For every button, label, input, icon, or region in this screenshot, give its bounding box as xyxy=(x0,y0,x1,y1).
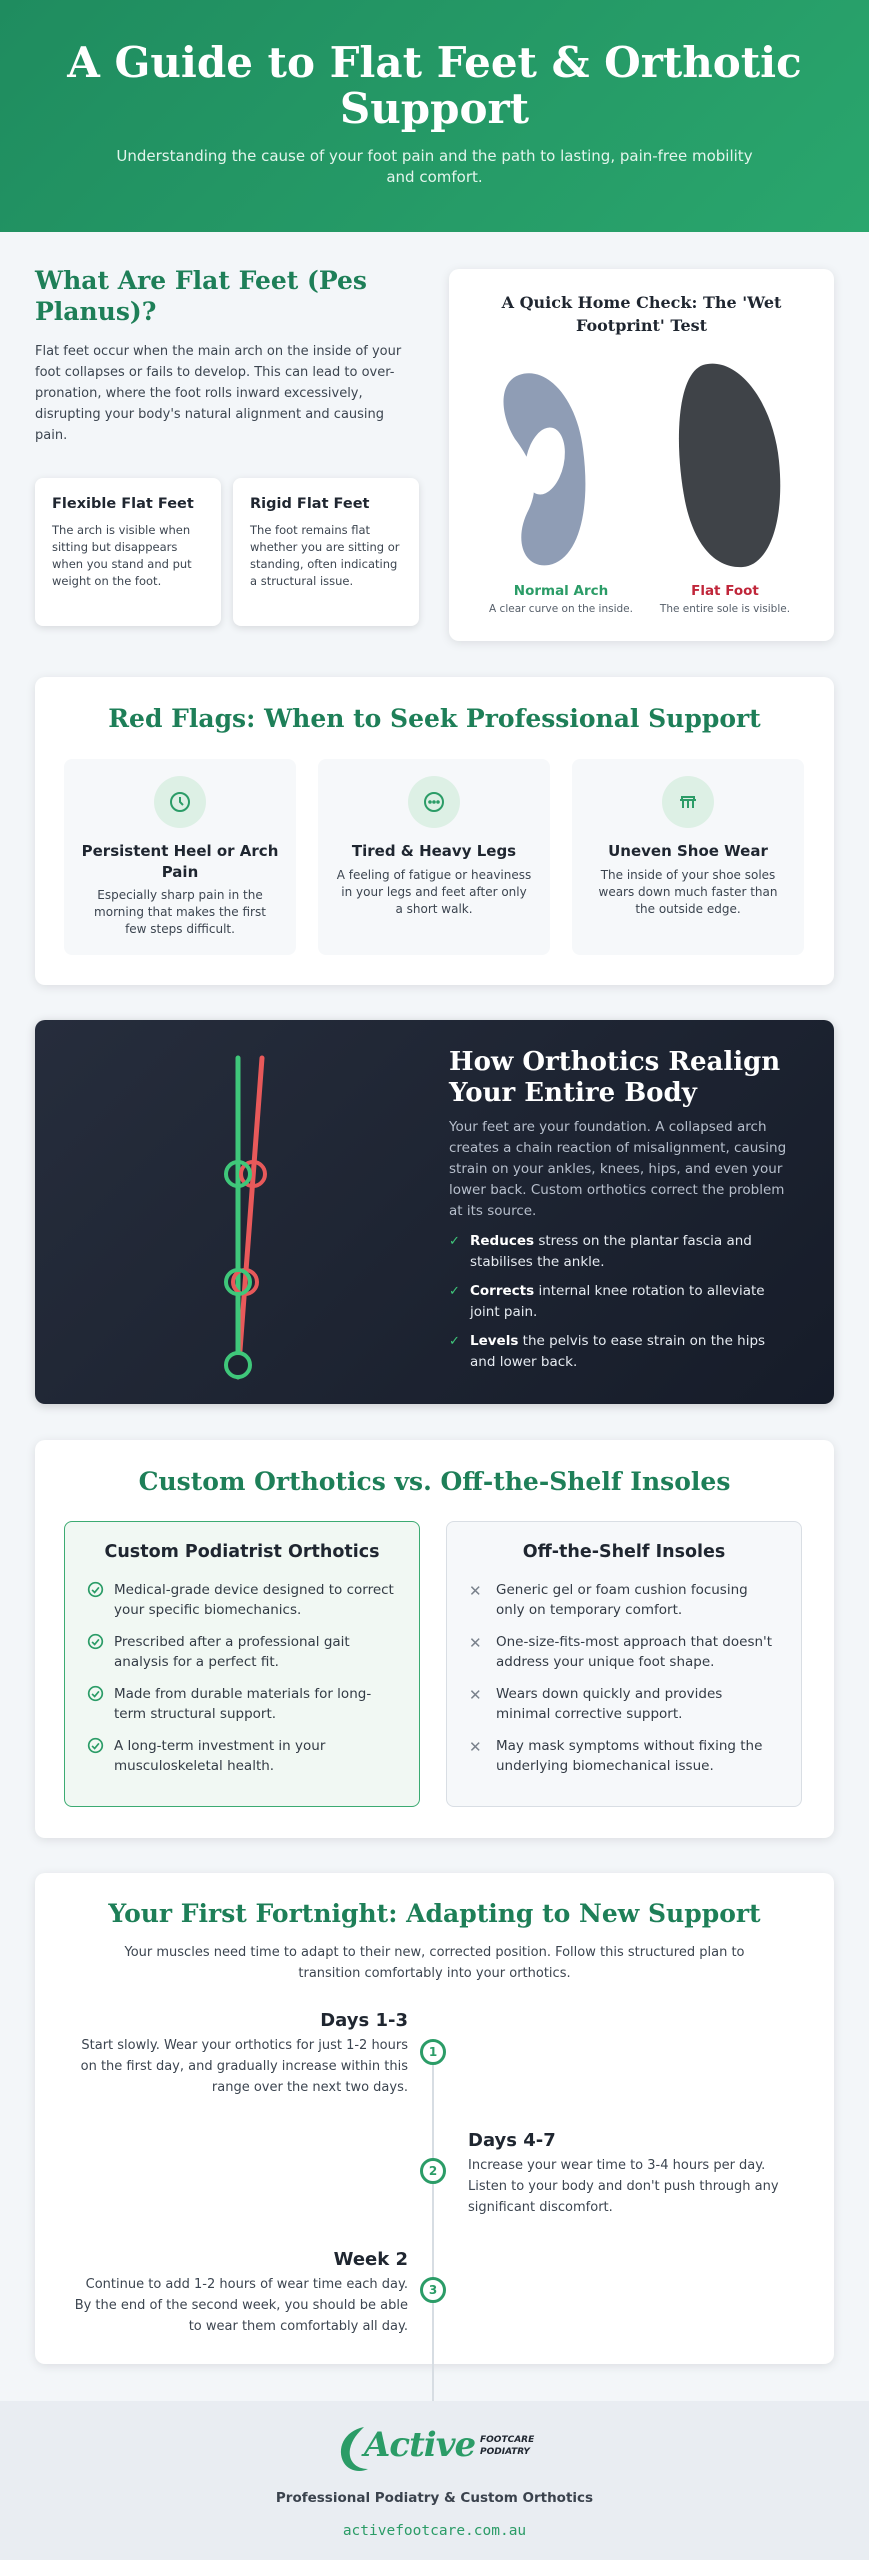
check-icon: ✓ xyxy=(449,1334,460,1349)
red-flags-section: Red Flags: When to Seek Professional Sup… xyxy=(35,677,834,985)
timeline-step-2: Days 4-7 Increase your wear time to 3-4 … xyxy=(468,2130,808,2218)
step-text: Increase your wear time to 3-4 hours per… xyxy=(468,2158,779,2215)
footer-tagline: Professional Podiatry & Custom Orthotics xyxy=(275,2490,594,2506)
step-text: Start slowly. Wear your orthotics for ju… xyxy=(80,2038,408,2095)
step-title: Days 4-7 xyxy=(468,2130,556,2151)
check-circle-icon xyxy=(87,1685,104,1708)
timeline-step-3: Week 2 Continue to add 1-2 hours of wear… xyxy=(68,2249,408,2337)
logo-sub-footcare: FOOTCARE xyxy=(480,2435,535,2445)
custom-orthotics-card: Custom Podiatrist Orthotics Medical-grad… xyxy=(64,1521,420,1807)
page-title: A Guide to Flat Feet & Orthotic Support xyxy=(67,38,802,133)
fortnight-section: Your First Fortnight: Adapting to New Su… xyxy=(35,1873,834,2505)
red-flag-card: Uneven Shoe Wear The inside of your shoe… xyxy=(572,759,804,955)
check-circle-icon xyxy=(87,1737,104,1760)
website-link[interactable]: activefootcare.com.au xyxy=(342,2523,527,2539)
normal-footprint-icon xyxy=(503,373,586,566)
shelf-title: Off-the-Shelf Insoles xyxy=(522,1542,726,1562)
brand-logo[interactable]: Active FOOTCARE PODIATRY xyxy=(334,2421,534,2477)
shelf-feature: ✕Generic gel or foam cushion focusing on… xyxy=(469,1582,748,1618)
red-flag-card: Tired & Heavy Legs A feeling of fatigue … xyxy=(318,759,550,955)
clock-icon xyxy=(154,776,206,828)
cross-icon: ✕ xyxy=(469,1634,482,1652)
benefit-item: ✓Corrects internal knee rotation to alle… xyxy=(449,1283,765,1320)
alignment-diagram xyxy=(224,1055,267,1380)
shelf-feature: ✕Wears down quickly and provides minimal… xyxy=(469,1686,723,1722)
wet-footprint-card: A Quick Home Check: The 'Wet Footprint' … xyxy=(449,269,834,641)
dots-circle-icon xyxy=(408,776,460,828)
rigid-flat-feet-card: Rigid Flat Feet The foot remains flat wh… xyxy=(233,478,419,626)
card-title: Flexible Flat Feet xyxy=(52,496,194,512)
custom-title: Custom Podiatrist Orthotics xyxy=(104,1542,380,1562)
card-title: Rigid Flat Feet xyxy=(250,496,370,512)
cross-icon: ✕ xyxy=(469,1686,482,1704)
card-text: The foot remains flat whether you are si… xyxy=(250,523,400,588)
red-flag-text: The inside of your shoe soles wears down… xyxy=(598,868,778,916)
shoe-icon xyxy=(662,776,714,828)
benefit-item: ✓Levels the pelvis to ease strain on the… xyxy=(449,1333,766,1370)
red-flag-title: Uneven Shoe Wear xyxy=(608,842,768,860)
check-icon: ✓ xyxy=(449,1234,460,1249)
cross-icon: ✕ xyxy=(469,1582,482,1600)
normal-arch-caption: A clear curve on the inside. xyxy=(489,603,633,615)
red-flags-title: Red Flags: When to Seek Professional Sup… xyxy=(108,704,761,733)
card-text: The arch is visible when sitting but dis… xyxy=(52,523,192,588)
logo-wordmark: Active xyxy=(364,2425,476,2465)
flat-feet-title: What Are Flat Feet (Pes Planus)? xyxy=(35,266,367,326)
flat-feet-description: Flat feet occur when the main arch on th… xyxy=(35,344,402,443)
red-flag-text: Especially sharp pain in the morning tha… xyxy=(94,888,266,936)
red-flag-card: Persistent Heel or Arch Pain Especially … xyxy=(64,759,296,955)
check-circle-icon xyxy=(87,1581,104,1604)
custom-feature: Medical-grade device designed to correct… xyxy=(87,1580,397,1620)
step-title: Days 1-3 xyxy=(320,2010,408,2031)
check-icon: ✓ xyxy=(449,1284,460,1299)
footer: Active FOOTCARE PODIATRY Professional Po… xyxy=(0,2401,869,2560)
comparison-title: Custom Orthotics vs. Off-the-Shelf Insol… xyxy=(138,1467,731,1496)
flexible-flat-feet-card: Flexible Flat Feet The arch is visible w… xyxy=(35,478,221,626)
fortnight-intro: Your muscles need time to adapt to their… xyxy=(124,1945,745,1981)
step-marker: 1 xyxy=(420,2039,446,2065)
comparison-section: Custom Orthotics vs. Off-the-Shelf Insol… xyxy=(35,1440,834,1838)
step-text: Continue to add 1-2 hours of wear time e… xyxy=(74,2277,408,2334)
realign-section: How Orthotics Realign Your Entire Body Y… xyxy=(35,1020,834,1404)
cross-icon: ✕ xyxy=(469,1738,482,1756)
shelf-feature: ✕May mask symptoms without fixing the un… xyxy=(469,1738,763,1774)
step-marker: 3 xyxy=(420,2277,446,2303)
custom-feature: A long-term investment in your musculosk… xyxy=(87,1736,397,1776)
page-subtitle: Understanding the cause of your foot pai… xyxy=(116,147,753,186)
wet-test-title: A Quick Home Check: The 'Wet Footprint' … xyxy=(501,293,782,335)
custom-feature: Made from durable materials for long-ter… xyxy=(87,1684,397,1724)
red-flag-text: A feeling of fatigue or heaviness in you… xyxy=(336,868,532,916)
red-flag-title: Tired & Heavy Legs xyxy=(351,842,517,860)
flat-footprint-icon xyxy=(678,363,781,568)
step-title: Week 2 xyxy=(333,2249,408,2270)
realign-intro: Your feet are your foundation. A collaps… xyxy=(449,1119,787,1219)
flat-foot-label: Flat Foot xyxy=(691,583,759,599)
custom-feature: Prescribed after a professional gait ana… xyxy=(87,1632,397,1672)
shelf-feature: ✕One-size-fits-most approach that doesn'… xyxy=(469,1634,773,1670)
off-the-shelf-card: Off-the-Shelf Insoles ✕Generic gel or fo… xyxy=(446,1521,802,1807)
benefit-item: ✓Reduces stress on the plantar fascia an… xyxy=(449,1233,752,1270)
flat-foot-caption: The entire sole is visible. xyxy=(659,603,791,615)
logo-swoosh-icon xyxy=(340,2427,368,2471)
benefit-list: ✓Reduces stress on the plantar fascia an… xyxy=(449,1231,794,1381)
step-marker: 2 xyxy=(420,2158,446,2184)
timeline-step-1: Days 1-3 Start slowly. Wear your orthoti… xyxy=(68,2010,408,2098)
timeline-line xyxy=(432,2043,434,2505)
check-circle-icon xyxy=(87,1633,104,1656)
fortnight-title: Your First Fortnight: Adapting to New Su… xyxy=(108,1899,761,1928)
realign-title: How Orthotics Realign Your Entire Body xyxy=(449,1047,781,1108)
red-flag-title: Persistent Heel or Arch Pain xyxy=(81,842,279,881)
hero-banner: A Guide to Flat Feet & Orthotic Support … xyxy=(0,0,869,232)
normal-arch-label: Normal Arch xyxy=(513,583,609,599)
logo-sub-podiatry: PODIATRY xyxy=(480,2447,530,2457)
